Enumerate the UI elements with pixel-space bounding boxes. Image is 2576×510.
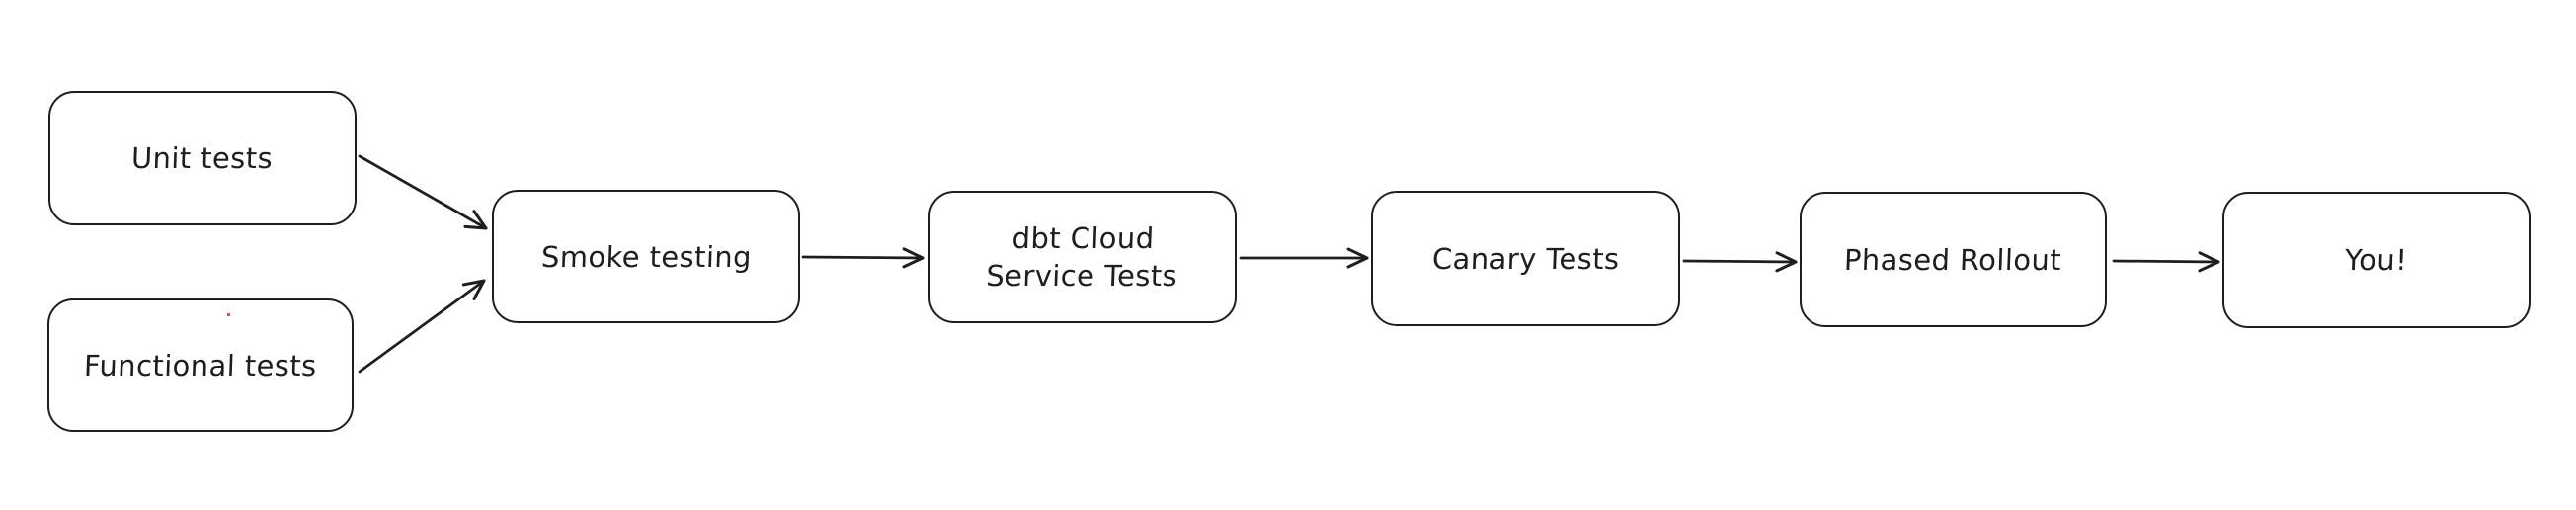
node-you-label: You! <box>2344 243 2409 277</box>
node-unit-tests-label: Unit tests <box>130 141 275 175</box>
arrow-functional-tests-to-smoke-testing <box>358 279 486 374</box>
node-smoke-testing-label: Smoke testing <box>539 239 753 274</box>
node-phased-rollout: Phased Rollout <box>1800 192 2107 327</box>
stray-red-dot <box>227 313 230 316</box>
node-canary-tests-label: Canary Tests <box>1431 241 1620 276</box>
node-phased-rollout-label: Phased Rollout <box>1843 242 2063 277</box>
arrow-smoke-testing-to-dbt-cloud <box>801 247 925 269</box>
node-functional-tests-label: Functional tests <box>83 348 318 382</box>
node-smoke-testing: Smoke testing <box>492 190 800 323</box>
node-you: You! <box>2222 192 2531 328</box>
node-functional-tests: Functional tests <box>47 298 354 432</box>
node-dbt-cloud-service-tests-label: dbt Cloud Service Tests <box>985 221 1178 293</box>
node-dbt-cloud-service-tests: dbt Cloud Service Tests <box>928 191 1237 323</box>
node-unit-tests: Unit tests <box>48 91 357 225</box>
arrow-phased-rollout-to-you <box>2112 251 2220 273</box>
arrow-unit-tests-to-smoke-testing <box>358 154 488 230</box>
node-canary-tests: Canary Tests <box>1371 191 1680 326</box>
arrow-canary-tests-to-phased-rollout <box>1682 251 1798 273</box>
